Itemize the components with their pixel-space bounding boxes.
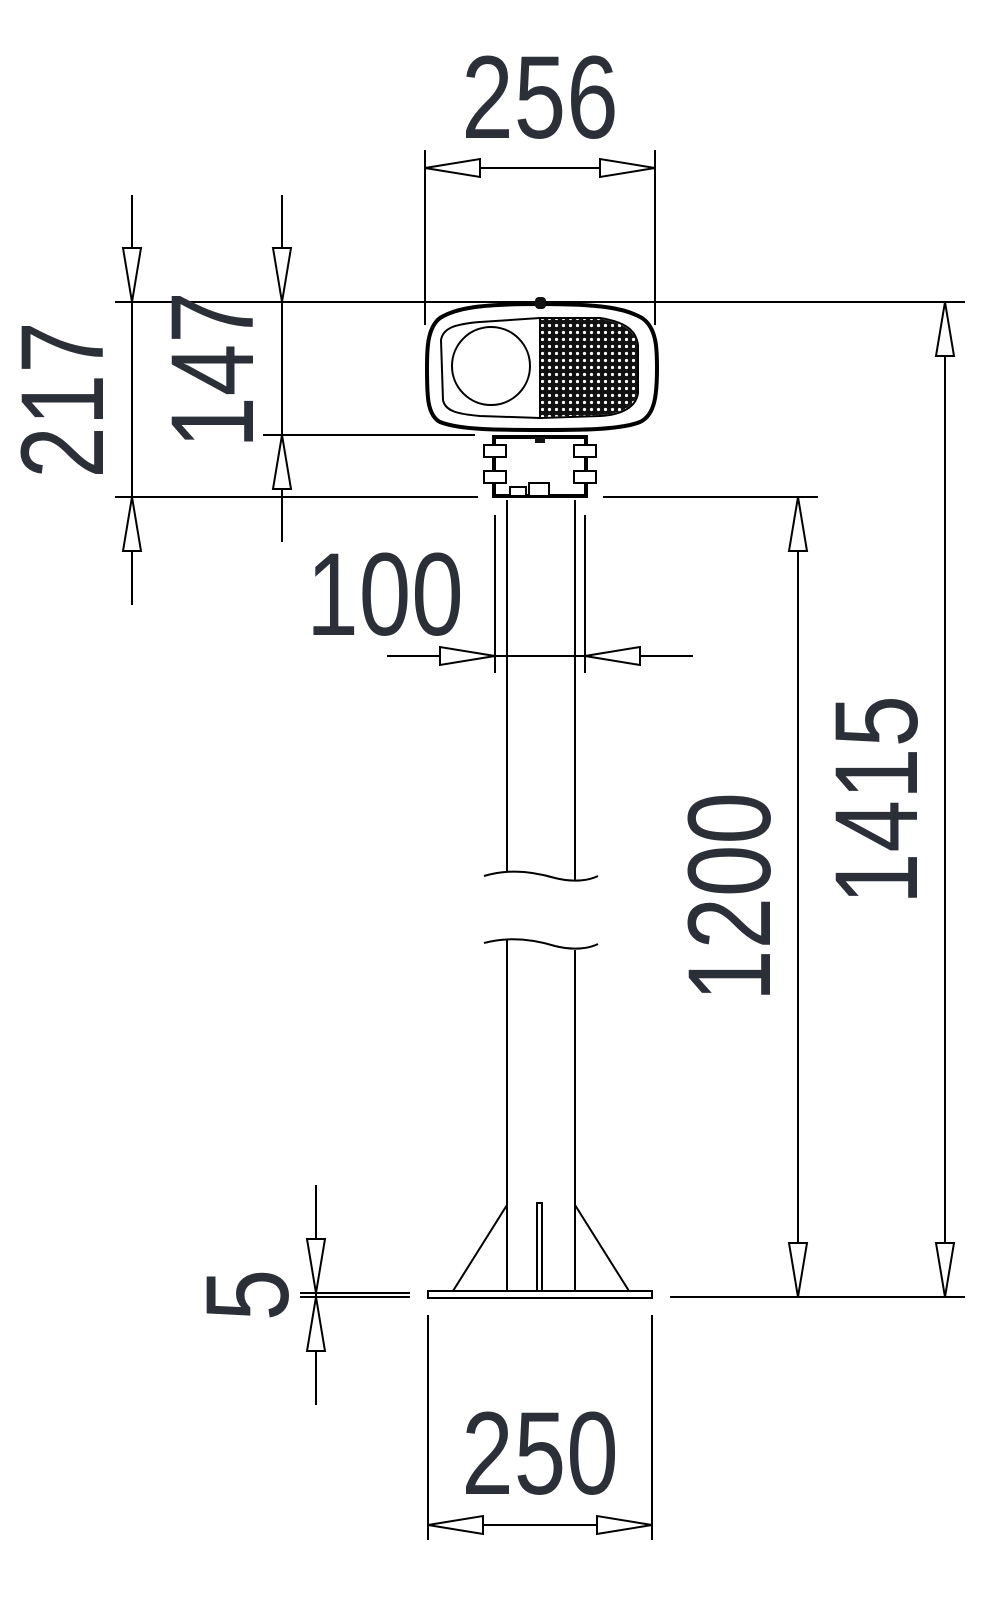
dim-label-1415: 1415 xyxy=(810,695,943,905)
base-plate xyxy=(427,1204,653,1299)
top-nub xyxy=(535,297,546,309)
dim-label-256: 256 xyxy=(461,31,618,164)
dimension-head-width: 256 xyxy=(424,31,656,179)
speaker-grille xyxy=(541,319,637,417)
dim-label-5: 5 xyxy=(181,1269,314,1321)
dimension-pole-height: 1200 xyxy=(663,496,809,1298)
dimension-total-head-height: 217 xyxy=(0,195,143,605)
pole xyxy=(483,500,599,1292)
dimension-total-height: 1415 xyxy=(810,301,956,1298)
dim-label-250: 250 xyxy=(461,1387,618,1520)
dimension-pole-diameter: 100 xyxy=(306,528,693,667)
dimension-plate-thickness: 5 xyxy=(181,1185,327,1405)
dim-label-1200: 1200 xyxy=(663,792,796,1002)
mounting-bracket xyxy=(483,435,597,498)
dim-label-100: 100 xyxy=(306,528,463,661)
dimension-lamp-height: 147 xyxy=(146,195,293,542)
dim-label-217: 217 xyxy=(0,321,128,478)
dim-label-147: 147 xyxy=(146,291,279,448)
lamp-head xyxy=(424,297,660,432)
lens xyxy=(451,326,531,406)
dimension-plate-width: 250 xyxy=(427,1387,653,1536)
